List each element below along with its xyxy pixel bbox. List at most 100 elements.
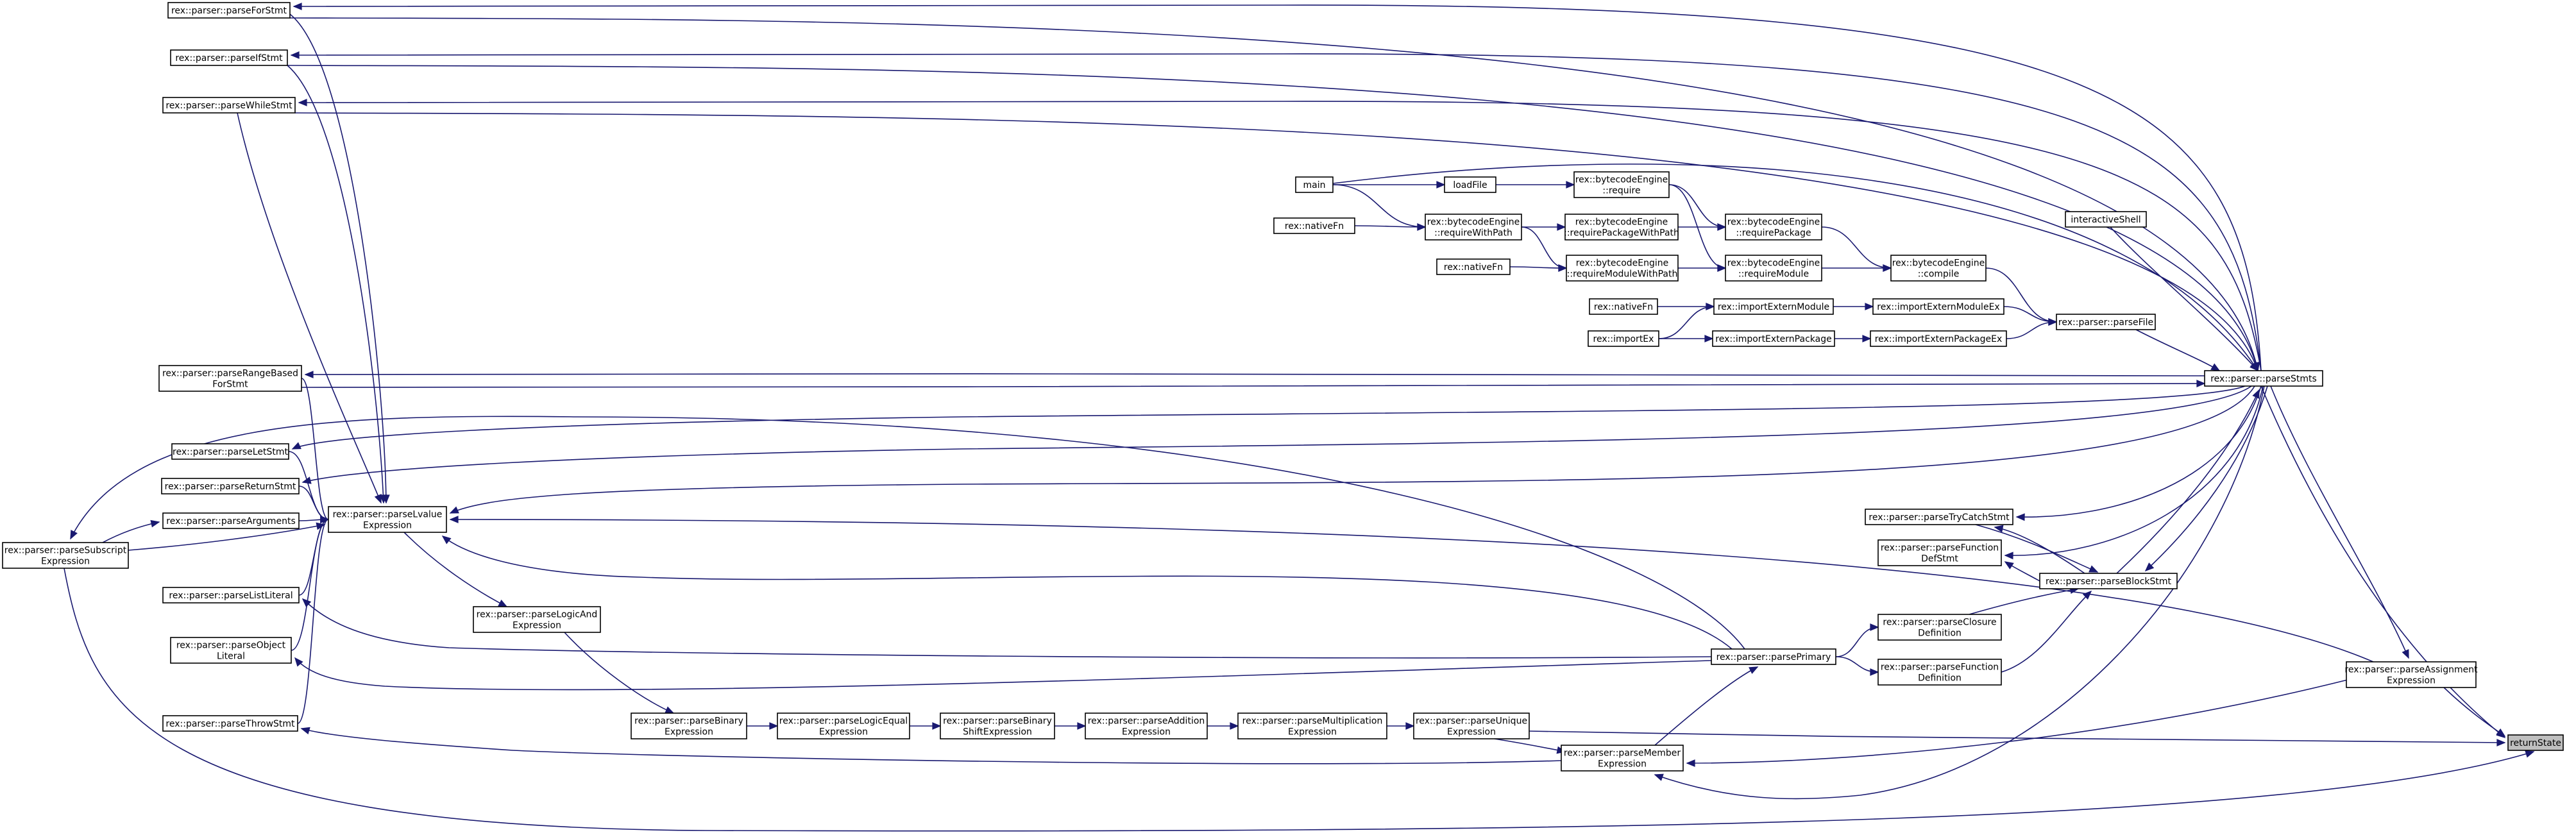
- node-box: [1711, 648, 1836, 665]
- node-parseIfStmt[interactable]: rex::parser::parseIfStmt: [170, 49, 288, 66]
- arrowhead: [292, 3, 302, 10]
- edge-parseBlockStmt-to-parseFunctionDefStmt: [2004, 561, 2040, 582]
- node-loadFile[interactable]: loadFile: [1444, 176, 1496, 193]
- node-box: [1877, 539, 2002, 566]
- node-parseArguments[interactable]: rex::parser::parseArguments: [162, 512, 300, 529]
- node-parseWhileStmt[interactable]: rex::parser::parseWhileStmt: [162, 97, 296, 114]
- node-parseFile[interactable]: rex::parser::parseFile: [2056, 314, 2156, 330]
- node-parseForStmt[interactable]: rex::parser::parseForStmt: [167, 2, 291, 19]
- edge-line: [1654, 385, 2265, 800]
- node-interactiveShell[interactable]: interactiveShell: [2065, 211, 2147, 228]
- edge-line: [2001, 591, 2092, 673]
- node-box: [1725, 255, 1822, 282]
- edge-parseBinaryShiftExpression-to-parseAdditionExpression: [1054, 722, 1087, 730]
- node-nativeFn3[interactable]: rex::nativeFn: [1589, 298, 1658, 315]
- arrowhead: [2525, 750, 2535, 758]
- node-label: rex::bytecodeEngine: [1575, 175, 1668, 185]
- node-label: rex::parser::parseClosure: [1883, 618, 1996, 628]
- arrowhead: [1717, 264, 1727, 272]
- node-main[interactable]: main: [1295, 176, 1334, 193]
- node-importEx[interactable]: rex::importEx: [1588, 330, 1659, 347]
- edge-loadFile-to-require: [1496, 181, 1575, 189]
- node-nativeFn1[interactable]: rex::nativeFn: [1273, 217, 1355, 234]
- node-requireModule[interactable]: rex::bytecodeEngine::requireModule: [1725, 255, 1822, 282]
- node-label: returnState: [2510, 738, 2561, 748]
- node-box: [1725, 214, 1822, 240]
- edges-layer: [64, 3, 2535, 832]
- node-parseLetStmt[interactable]: rex::parser::parseLetStmt: [171, 443, 289, 460]
- edge-parseForStmt-to-parseStmts: [289, 17, 2260, 372]
- node-parseStmts[interactable]: rex::parser::parseStmts: [2204, 370, 2323, 387]
- edge-line: [450, 385, 2255, 514]
- node-label: Expression: [513, 621, 561, 631]
- arrowhead: [1994, 525, 2004, 533]
- node-importExternModule[interactable]: rex::importExternModule: [1713, 298, 1834, 315]
- node-parseListLiteral[interactable]: rex::parser::parseListLiteral: [162, 587, 300, 603]
- node-compile[interactable]: rex::bytecodeEngine::compile: [1890, 255, 1987, 282]
- node-box: [1588, 330, 1659, 347]
- edge-line: [1985, 267, 2057, 323]
- node-requirePackageWithPath[interactable]: rex::bytecodeEngine::requirePackageWithP…: [1564, 214, 1679, 240]
- node-requireModuleWithPath[interactable]: rex::bytecodeEngine::requireModuleWithPa…: [1566, 255, 1679, 282]
- edge-line: [64, 568, 2534, 832]
- node-importExternPackageEx[interactable]: rex::importExternPackageEx: [1870, 330, 2007, 347]
- arrowhead: [1436, 181, 1446, 189]
- edge-line: [1658, 306, 1715, 339]
- node-parseMultiplicationExpression[interactable]: rex::parser::parseMultiplicationExpressi…: [1237, 713, 1387, 739]
- node-label: rex::parser::parseSubscript: [4, 546, 127, 556]
- node-importExternModuleEx[interactable]: rex::importExternModuleEx: [1872, 298, 2004, 315]
- node-box: [1877, 659, 2002, 686]
- node-box: [473, 606, 601, 633]
- node-label: rex::nativeFn: [1285, 221, 1344, 232]
- arrowhead: [2496, 728, 2506, 737]
- node-parseTryCatchStmt[interactable]: rex::parser::parseTryCatchStmt: [1865, 509, 2013, 525]
- node-returnState[interactable]: returnState: [2507, 734, 2564, 751]
- arrowhead: [1706, 303, 1715, 310]
- node-box: [158, 365, 302, 392]
- node-box: [2346, 661, 2477, 688]
- node-parseBlockStmt[interactable]: rex::parser::parseBlockStmt: [2039, 573, 2178, 589]
- arrowhead: [1557, 223, 1566, 231]
- node-label: rex::parser::parseThrowStmt: [165, 719, 295, 729]
- node-require[interactable]: rex::bytecodeEngine::require: [1573, 171, 1670, 198]
- node-label: rex::parser::parseLogicAnd: [477, 610, 598, 620]
- node-label: rex::parser::parseForStmt: [171, 6, 287, 16]
- node-parseThrowStmt[interactable]: rex::parser::parseThrowStmt: [162, 715, 298, 732]
- arrowhead: [2004, 552, 2013, 560]
- arrowhead: [70, 530, 78, 540]
- edge-parsePrimary-to-parseListLiteral: [301, 598, 1712, 659]
- node-nativeFn2[interactable]: rex::nativeFn: [1436, 258, 1511, 275]
- node-box: [1564, 214, 1679, 240]
- node-box: [1877, 614, 2002, 641]
- node-importExternPackage[interactable]: rex::importExternPackage: [1712, 330, 1835, 347]
- edge-line: [1332, 184, 1426, 228]
- node-requireWithPath[interactable]: rex::bytecodeEngine::requireWithPath: [1425, 214, 1522, 240]
- arrowhead: [1749, 666, 1759, 674]
- node-label: loadFile: [1453, 180, 1487, 190]
- node-box: [1444, 176, 1496, 193]
- arrowhead: [1704, 335, 1714, 342]
- node-requirePackage[interactable]: rex::bytecodeEngine::requirePackage: [1725, 214, 1822, 240]
- arrowhead: [2496, 739, 2506, 746]
- node-parseReturnStmt[interactable]: rex::parser::parseReturnStmt: [161, 478, 300, 494]
- node-label: main: [1303, 180, 1326, 190]
- node-label: ::requirePackageWithPath: [1564, 228, 1679, 239]
- edge-parseMultiplicationExpression-to-parseUniqueExpression: [1386, 722, 1415, 730]
- node-parsePrimary[interactable]: rex::parser::parsePrimary: [1711, 648, 1836, 665]
- arrowhead: [449, 506, 459, 514]
